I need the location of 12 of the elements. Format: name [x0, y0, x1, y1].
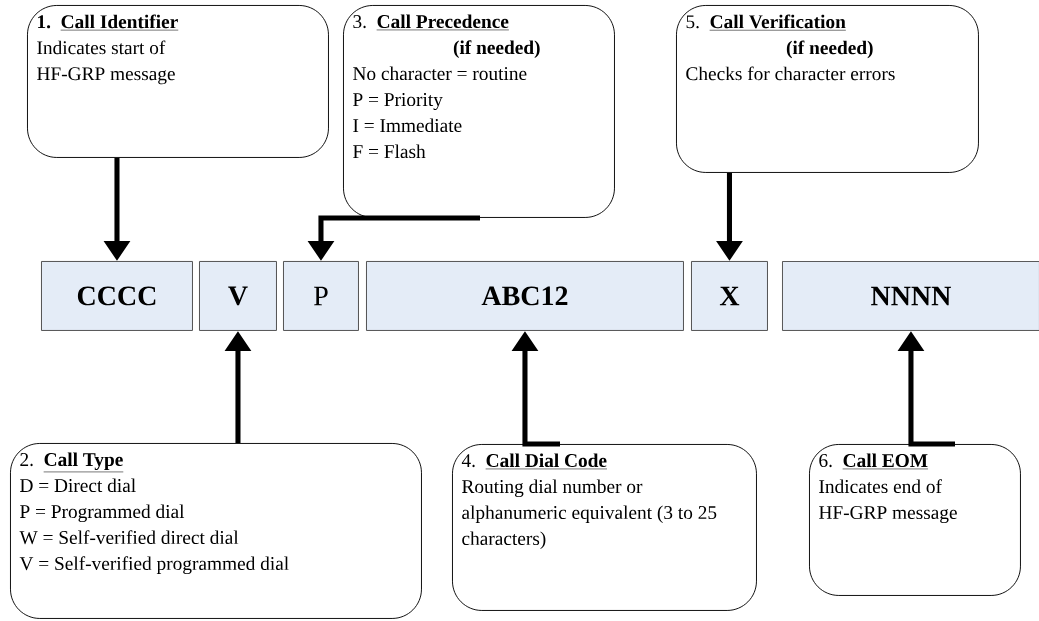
callout-box: 3. Call Precedence (if needed) No character = routine P = Priority I = Immediate F = Flash — [343, 5, 615, 218]
field-box: ABC12 — [366, 261, 684, 331]
field-box: NNNN — [782, 261, 1039, 331]
callout-box: 5. Call Verification (if needed) Checks for character errors — [676, 5, 979, 173]
callout-box: 6. Call EOM Indicates end of HF-GRP message — [809, 444, 1021, 596]
callout-box: 4. Call Dial Code Routing dial number or alphanumeric equivalent (3 to 25 characters) — [452, 444, 757, 611]
callout-box: 1. Call Identifier Indicates start of HF-GRP message — [27, 5, 329, 158]
field-box: CCCC — [41, 261, 193, 331]
field-box: X — [691, 261, 768, 331]
callout-box: 2. Call Type D = Direct dial P = Programmed dial W = Self-verified direct dial V = Self-verified programmed dial — [10, 443, 422, 619]
field-box: P — [283, 261, 359, 331]
field-box: V — [199, 261, 277, 331]
